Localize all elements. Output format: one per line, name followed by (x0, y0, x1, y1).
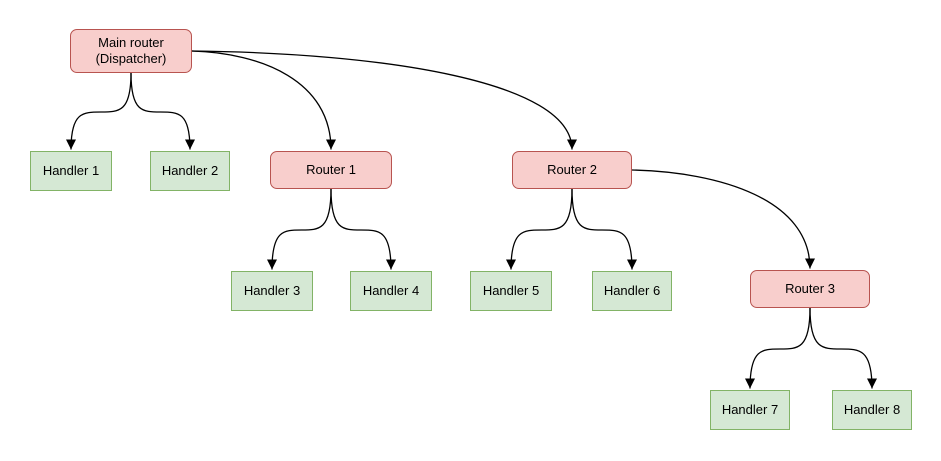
node-handler-3: Handler 3 (231, 271, 313, 311)
node-router-1: Router 1 (270, 151, 392, 189)
node-handler-2: Handler 2 (150, 151, 230, 191)
node-main-router: Main router (Dispatcher) (70, 29, 192, 73)
edge-router-3-to-handler-7 (745, 307, 811, 389)
node-handler-7: Handler 7 (710, 390, 790, 430)
edge-main-router-to-handler-1 (66, 72, 132, 150)
node-handler-5: Handler 5 (470, 271, 552, 311)
edge-router-1-to-handler-4 (330, 188, 396, 270)
edge-router-3-to-handler-8 (809, 307, 877, 389)
node-handler-1: Handler 1 (30, 151, 112, 191)
node-handler-6: Handler 6 (592, 271, 672, 311)
node-router-3: Router 3 (750, 270, 870, 308)
node-router-2: Router 2 (512, 151, 632, 189)
edge-main-router-to-handler-2 (130, 72, 195, 150)
node-handler-4: Handler 4 (350, 271, 432, 311)
edge-router-1-to-handler-3 (267, 188, 332, 270)
node-handler-8: Handler 8 (832, 390, 912, 430)
edge-router-2-to-router-3 (631, 169, 815, 269)
edge-router-2-to-handler-6 (571, 188, 637, 270)
edge-main-router-to-router-2 (191, 50, 577, 150)
edge-router-2-to-handler-5 (506, 188, 573, 270)
edge-main-router-to-router-1 (191, 50, 336, 150)
